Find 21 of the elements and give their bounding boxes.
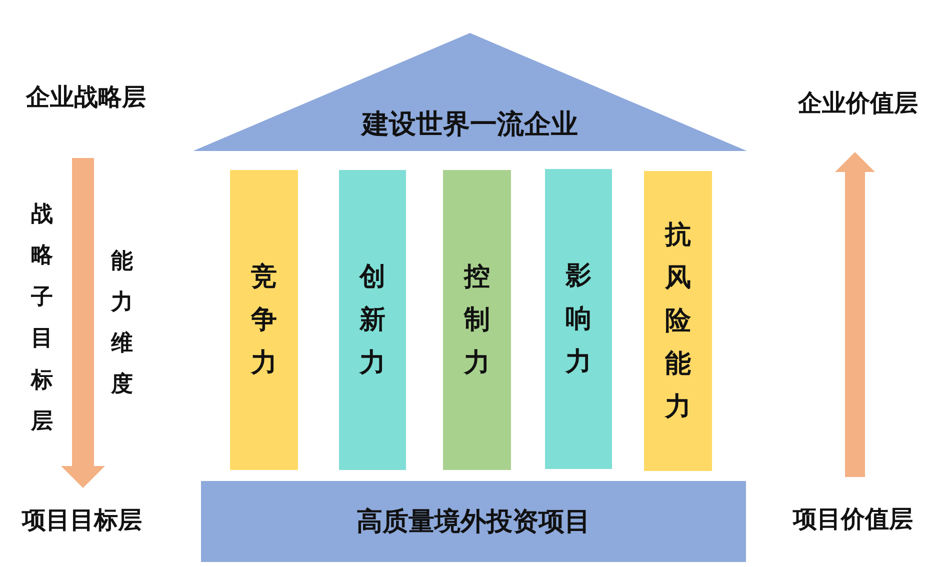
layer-label: 企业价值层 [798, 89, 918, 117]
roof-label: 建设世界一流企业 [362, 109, 578, 140]
vertical-label: 战略子目标层 [31, 200, 53, 436]
layer-label: 项目价值层 [793, 505, 913, 533]
arrow [61, 158, 105, 488]
layer-label: 企业战略层 [26, 83, 146, 111]
pillar-label: 影响力 [566, 260, 592, 378]
vertical-label: 能力维度 [111, 247, 133, 399]
pillar-label: 竞争力 [251, 260, 277, 380]
pillar-label: 控制力 [464, 260, 490, 380]
layer-label: 项目目标层 [22, 506, 142, 534]
pillar [443, 170, 511, 470]
pillar-label: 创新力 [360, 260, 386, 380]
pillar [545, 169, 612, 469]
pillar [230, 170, 298, 470]
arrow [835, 152, 875, 477]
foundation-bar [201, 481, 746, 562]
foundation-label: 高质量境外投资项目 [356, 506, 590, 538]
pillar [644, 171, 712, 471]
pillar-label: 抗风险能力 [665, 218, 691, 424]
pillar [339, 170, 406, 470]
